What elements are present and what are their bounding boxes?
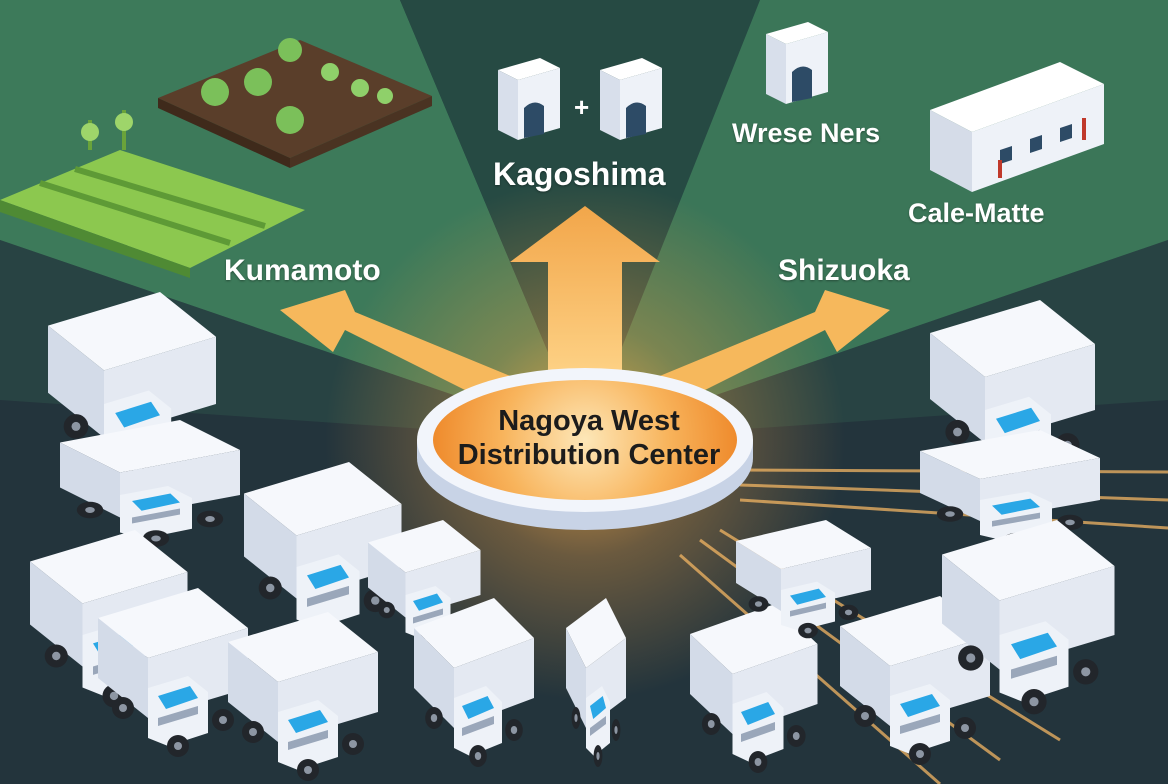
hub-label-line1: Nagoya West bbox=[498, 405, 680, 437]
hub-disc bbox=[417, 368, 753, 530]
label-kagoshima: Kagoshima bbox=[493, 156, 666, 192]
label-cold-storage: Cale-Matte bbox=[908, 198, 1045, 228]
label-kumamoto: Kumamoto bbox=[224, 254, 381, 287]
hub-label-line2: Distribution Center bbox=[457, 439, 721, 471]
cold-storage-icon bbox=[930, 62, 1104, 192]
hub-label: Nagoya West Distribution Center bbox=[424, 404, 754, 472]
label-warehouse: Wrese Ners bbox=[732, 118, 881, 148]
plus-icon: + bbox=[574, 92, 590, 122]
label-shizuoka: Shizuoka bbox=[778, 254, 910, 287]
arrow-north bbox=[510, 206, 660, 400]
arrow-west bbox=[280, 290, 520, 410]
arrow-east bbox=[650, 290, 890, 410]
farm-field-icon bbox=[0, 38, 432, 278]
